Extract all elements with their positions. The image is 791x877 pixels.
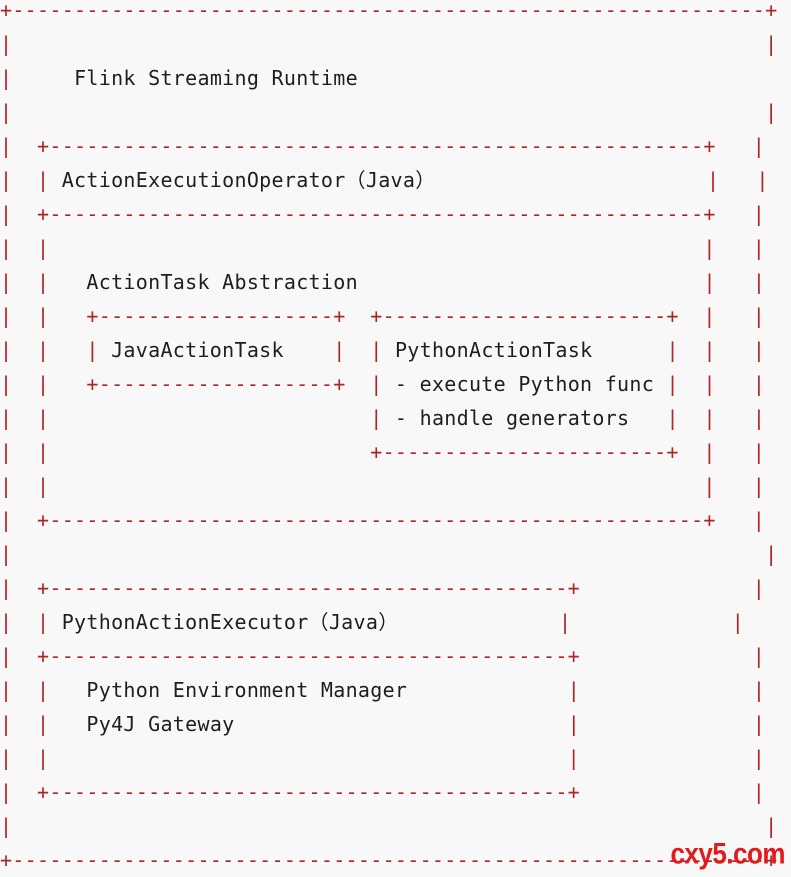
operator-border-bottom: | +-------------------------------------… — [0, 508, 766, 532]
python-task-item: - execute Python func — [394, 372, 655, 396]
executor-item-line: | | Py4J Gateway | | — [0, 712, 766, 736]
runtime-border: | | — [0, 32, 778, 56]
operator-title-line: | | ActionExecutionOperator（Java） | | — [0, 168, 769, 192]
runtime-border: +---------------------------------------… — [0, 0, 778, 22]
executor-item: Python Environment Manager — [86, 678, 408, 702]
runtime-title-line: | Flink Streaming Runtime | — [0, 66, 791, 90]
runtime-border: | | — [0, 542, 778, 566]
abstraction-title: ActionTask Abstraction — [86, 270, 358, 294]
executor-item-line: | | Python Environment Manager | | — [0, 678, 766, 702]
executor-item: Py4J Gateway — [86, 712, 235, 736]
watermark-logo: cxy5.com — [670, 835, 785, 871]
executor-title: PythonActionExecutor（Java） — [61, 610, 399, 634]
python-task-bottom: | | +-----------------------+ | | — [0, 440, 766, 464]
runtime-border: | | — [0, 100, 778, 124]
runtime-title: Flink Streaming Runtime — [74, 66, 358, 90]
operator-border-mid: | +-------------------------------------… — [0, 202, 766, 226]
executor-title-line: | | PythonActionExecutor（Java） | | — [0, 610, 745, 634]
operator-title: ActionExecutionOperator（Java） — [61, 168, 436, 192]
executor-border-top: | +-------------------------------------… — [0, 576, 766, 600]
executor-border-mid: | +-------------------------------------… — [0, 644, 766, 668]
runtime-border: | | — [0, 814, 778, 838]
runtime-border-bottom: +---------------------------------------… — [0, 848, 778, 872]
task-boxes-top: | | +-------------------+ +-------------… — [0, 304, 766, 328]
operator-border: | | | | — [0, 474, 766, 498]
operator-border: | | | | — [0, 236, 766, 260]
abstraction-title-line: | | ActionTask Abstraction | | — [0, 270, 766, 294]
operator-border-top: | +-------------------------------------… — [0, 134, 766, 158]
task-boxes-line: | | +-------------------+ | - execute Py… — [0, 372, 766, 396]
task-boxes-title-line: | | | JavaActionTask | | PythonActionTas… — [0, 338, 766, 362]
executor-border: | | | | — [0, 746, 766, 770]
python-task-label: PythonActionTask — [394, 338, 593, 362]
python-task-item: - handle generators — [394, 406, 630, 430]
executor-border-bottom: | +-------------------------------------… — [0, 780, 766, 804]
java-task-label: JavaActionTask — [111, 338, 284, 362]
task-boxes-line: | | | - handle generators | | | — [0, 406, 766, 430]
